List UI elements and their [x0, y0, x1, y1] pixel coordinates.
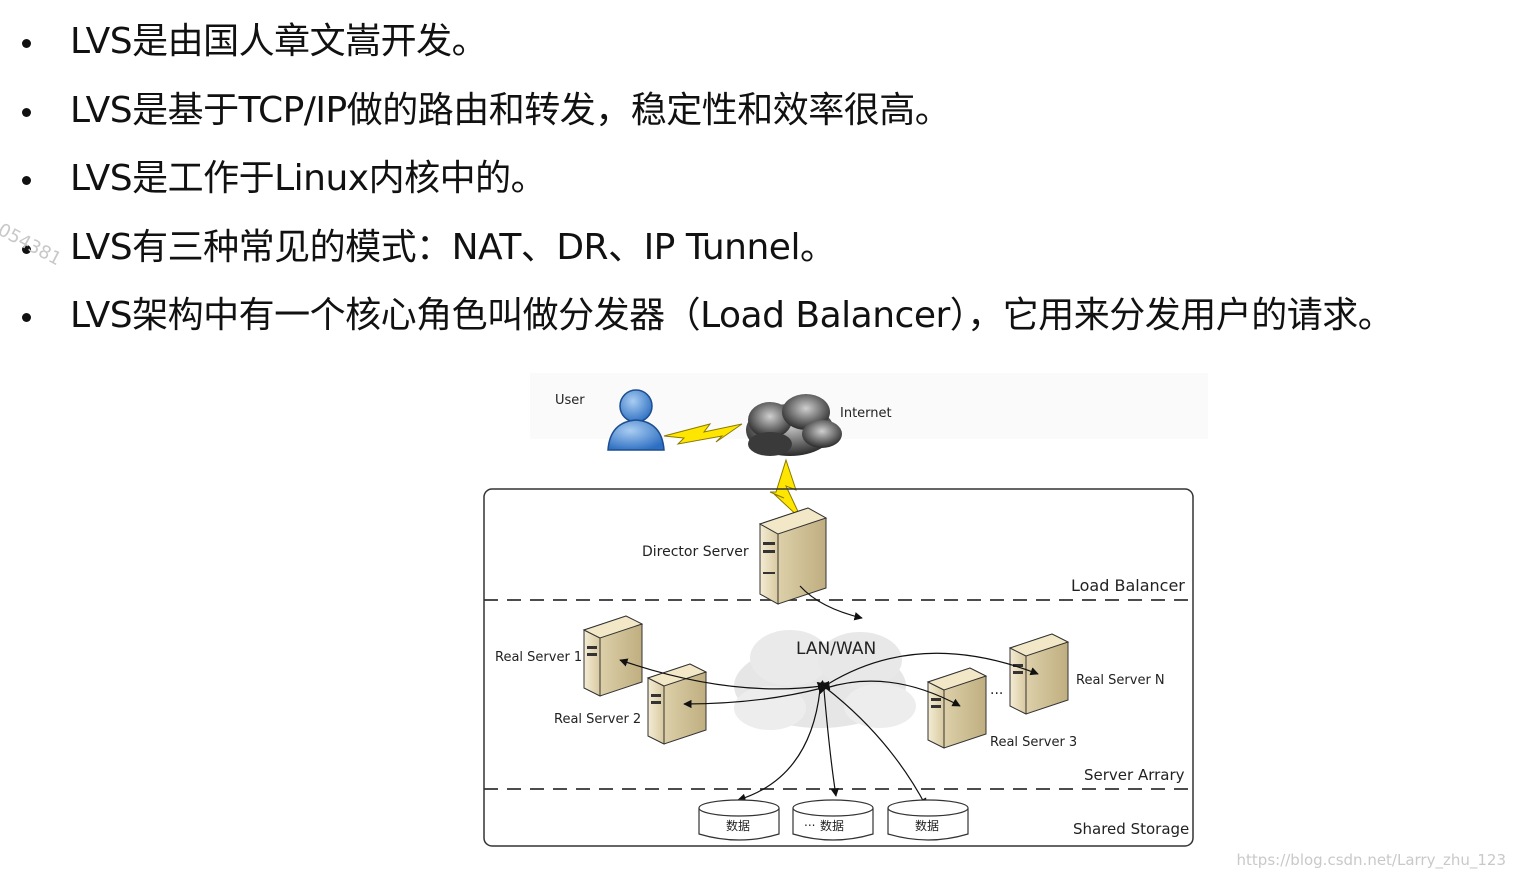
bullet-item: LVS是由国人章文嵩开发。	[0, 17, 1516, 67]
user-label: User	[555, 393, 585, 408]
lvs-architecture-diagram: User Internet Director Server Load Balan…	[483, 373, 1208, 847]
bullet-dot	[22, 108, 31, 117]
director-to-lan-arrow	[799, 585, 863, 621]
bullet-text: LVS有三种常见的模式：NAT、DR、IP Tunnel。	[70, 227, 836, 268]
bullet-item: LVS架构中有一个核心角色叫做分发器（Load Balancer），它用来分发用…	[0, 291, 1516, 341]
server-array-label: Server Arrary	[1084, 766, 1185, 784]
real-server-2-label: Real Server 2	[554, 712, 641, 727]
lan-wan-label: LAN/WAN	[796, 639, 876, 659]
server-ellipsis: ...	[990, 682, 1003, 698]
database-icon	[887, 799, 969, 841]
bullet-dot	[22, 313, 31, 322]
database-icon	[792, 799, 874, 841]
bullet-item: LVS是基于TCP/IP做的路由和转发，稳定性和效率很高。	[0, 86, 1516, 136]
watermark-url: https://blog.csdn.net/Larry_zhu_123	[1236, 851, 1506, 869]
bullet-text: LVS架构中有一个核心角色叫做分发器（Load Balancer），它用来分发用…	[70, 295, 1394, 336]
database-icon	[698, 799, 780, 841]
bullet-text: LVS是基于TCP/IP做的路由和转发，稳定性和效率很高。	[70, 90, 951, 131]
real-server-1-icon	[582, 615, 644, 697]
director-server-label: Director Server	[642, 544, 749, 560]
connection-arrows	[619, 652, 1039, 807]
database-label: 数据	[820, 818, 844, 833]
bullet-dot	[22, 245, 31, 254]
real-server-3-label: Real Server 3	[990, 735, 1077, 750]
load-balancer-label: Load Balancer	[1071, 576, 1185, 595]
internet-label: Internet	[840, 406, 892, 421]
lightning-icon	[769, 458, 803, 521]
bullet-dot	[22, 39, 31, 48]
database-label: 数据	[915, 818, 939, 833]
database-label: 数据	[726, 818, 750, 833]
lightning-icon	[663, 423, 743, 445]
bullet-item: LVS是工作于Linux内核中的。	[0, 154, 1516, 204]
user-icon	[607, 389, 665, 451]
bullet-dot	[22, 176, 31, 185]
real-server-3-icon	[926, 667, 988, 749]
storm-cloud-icon	[746, 394, 842, 456]
database-ellipsis: ...	[804, 815, 815, 829]
shared-storage-label: Shared Storage	[1073, 820, 1189, 838]
bullet-item: LVS有三种常见的模式：NAT、DR、IP Tunnel。	[0, 223, 1516, 273]
system-boundary	[483, 488, 1194, 847]
bullet-text: LVS是工作于Linux内核中的。	[70, 158, 547, 199]
real-server-n-icon	[1008, 633, 1070, 715]
director-server-icon	[758, 507, 828, 605]
real-server-n-label: Real Server N	[1076, 673, 1165, 688]
real-server-1-label: Real Server 1	[495, 650, 582, 665]
bullet-text: LVS是由国人章文嵩开发。	[70, 21, 488, 62]
